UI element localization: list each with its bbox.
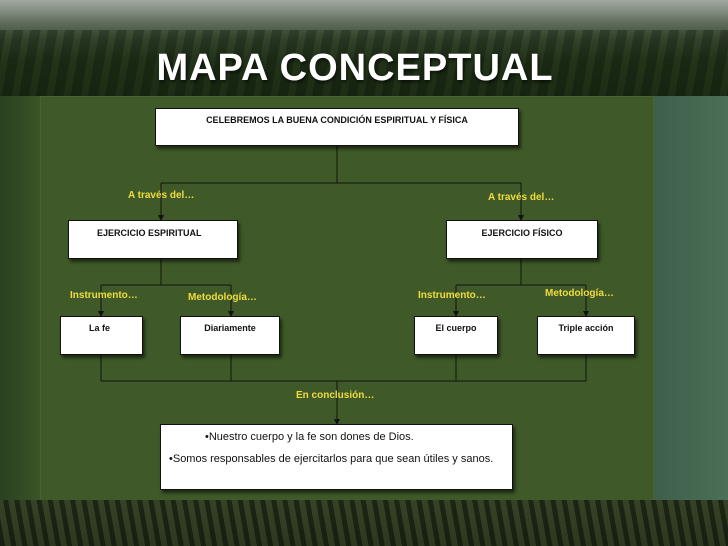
- node-ejercicio-espiritual-text: EJERCICIO ESPIRITUAL: [97, 228, 202, 238]
- root-node-text: CELEBREMOS LA BUENA CONDICIÓN ESPIRITUAL…: [206, 115, 468, 125]
- conclusion-point-2: •Somos responsables de ejercitarlos para…: [169, 453, 494, 465]
- right-instrument-label: Instrumento…: [418, 290, 486, 301]
- header-landscape: [0, 0, 728, 100]
- node-triple-accion-text: Triple acción: [558, 323, 614, 333]
- conclusion-label: En conclusión…: [296, 390, 375, 401]
- node-diariamente-text: Diariamente: [204, 323, 256, 333]
- node-el-cuerpo: El cuerpo: [414, 316, 498, 355]
- right-method-label: Metodología…: [545, 288, 614, 299]
- right-strip: [654, 96, 728, 546]
- right-connector-label: A través del…: [488, 192, 555, 203]
- root-node: CELEBREMOS LA BUENA CONDICIÓN ESPIRITUAL…: [155, 108, 519, 146]
- left-method-label: Metodología…: [188, 292, 257, 303]
- node-la-fe: La fe: [60, 316, 143, 355]
- node-triple-accion: Triple acción: [537, 316, 635, 355]
- forest-background: [0, 30, 728, 100]
- left-strip: [0, 96, 40, 546]
- slide-title: MAPA CONCEPTUAL: [156, 47, 554, 89]
- left-connector-label: A través del…: [128, 190, 195, 201]
- conclusion-box: •Nuestro cuerpo y la fe son dones de Dio…: [160, 424, 513, 490]
- node-ejercicio-fisico: EJERCICIO FÍSICO: [446, 220, 598, 259]
- node-ejercicio-fisico-text: EJERCICIO FÍSICO: [481, 228, 563, 238]
- node-ejercicio-espiritual: EJERCICIO ESPIRITUAL: [68, 220, 238, 259]
- conclusion-point-1: •Nuestro cuerpo y la fe son dones de Dio…: [205, 431, 414, 443]
- node-la-fe-text: La fe: [89, 323, 111, 333]
- footer-landscape: [0, 500, 728, 546]
- node-diariamente: Diariamente: [180, 316, 280, 355]
- node-el-cuerpo-text: El cuerpo: [435, 323, 477, 333]
- left-instrument-label: Instrumento…: [70, 290, 138, 301]
